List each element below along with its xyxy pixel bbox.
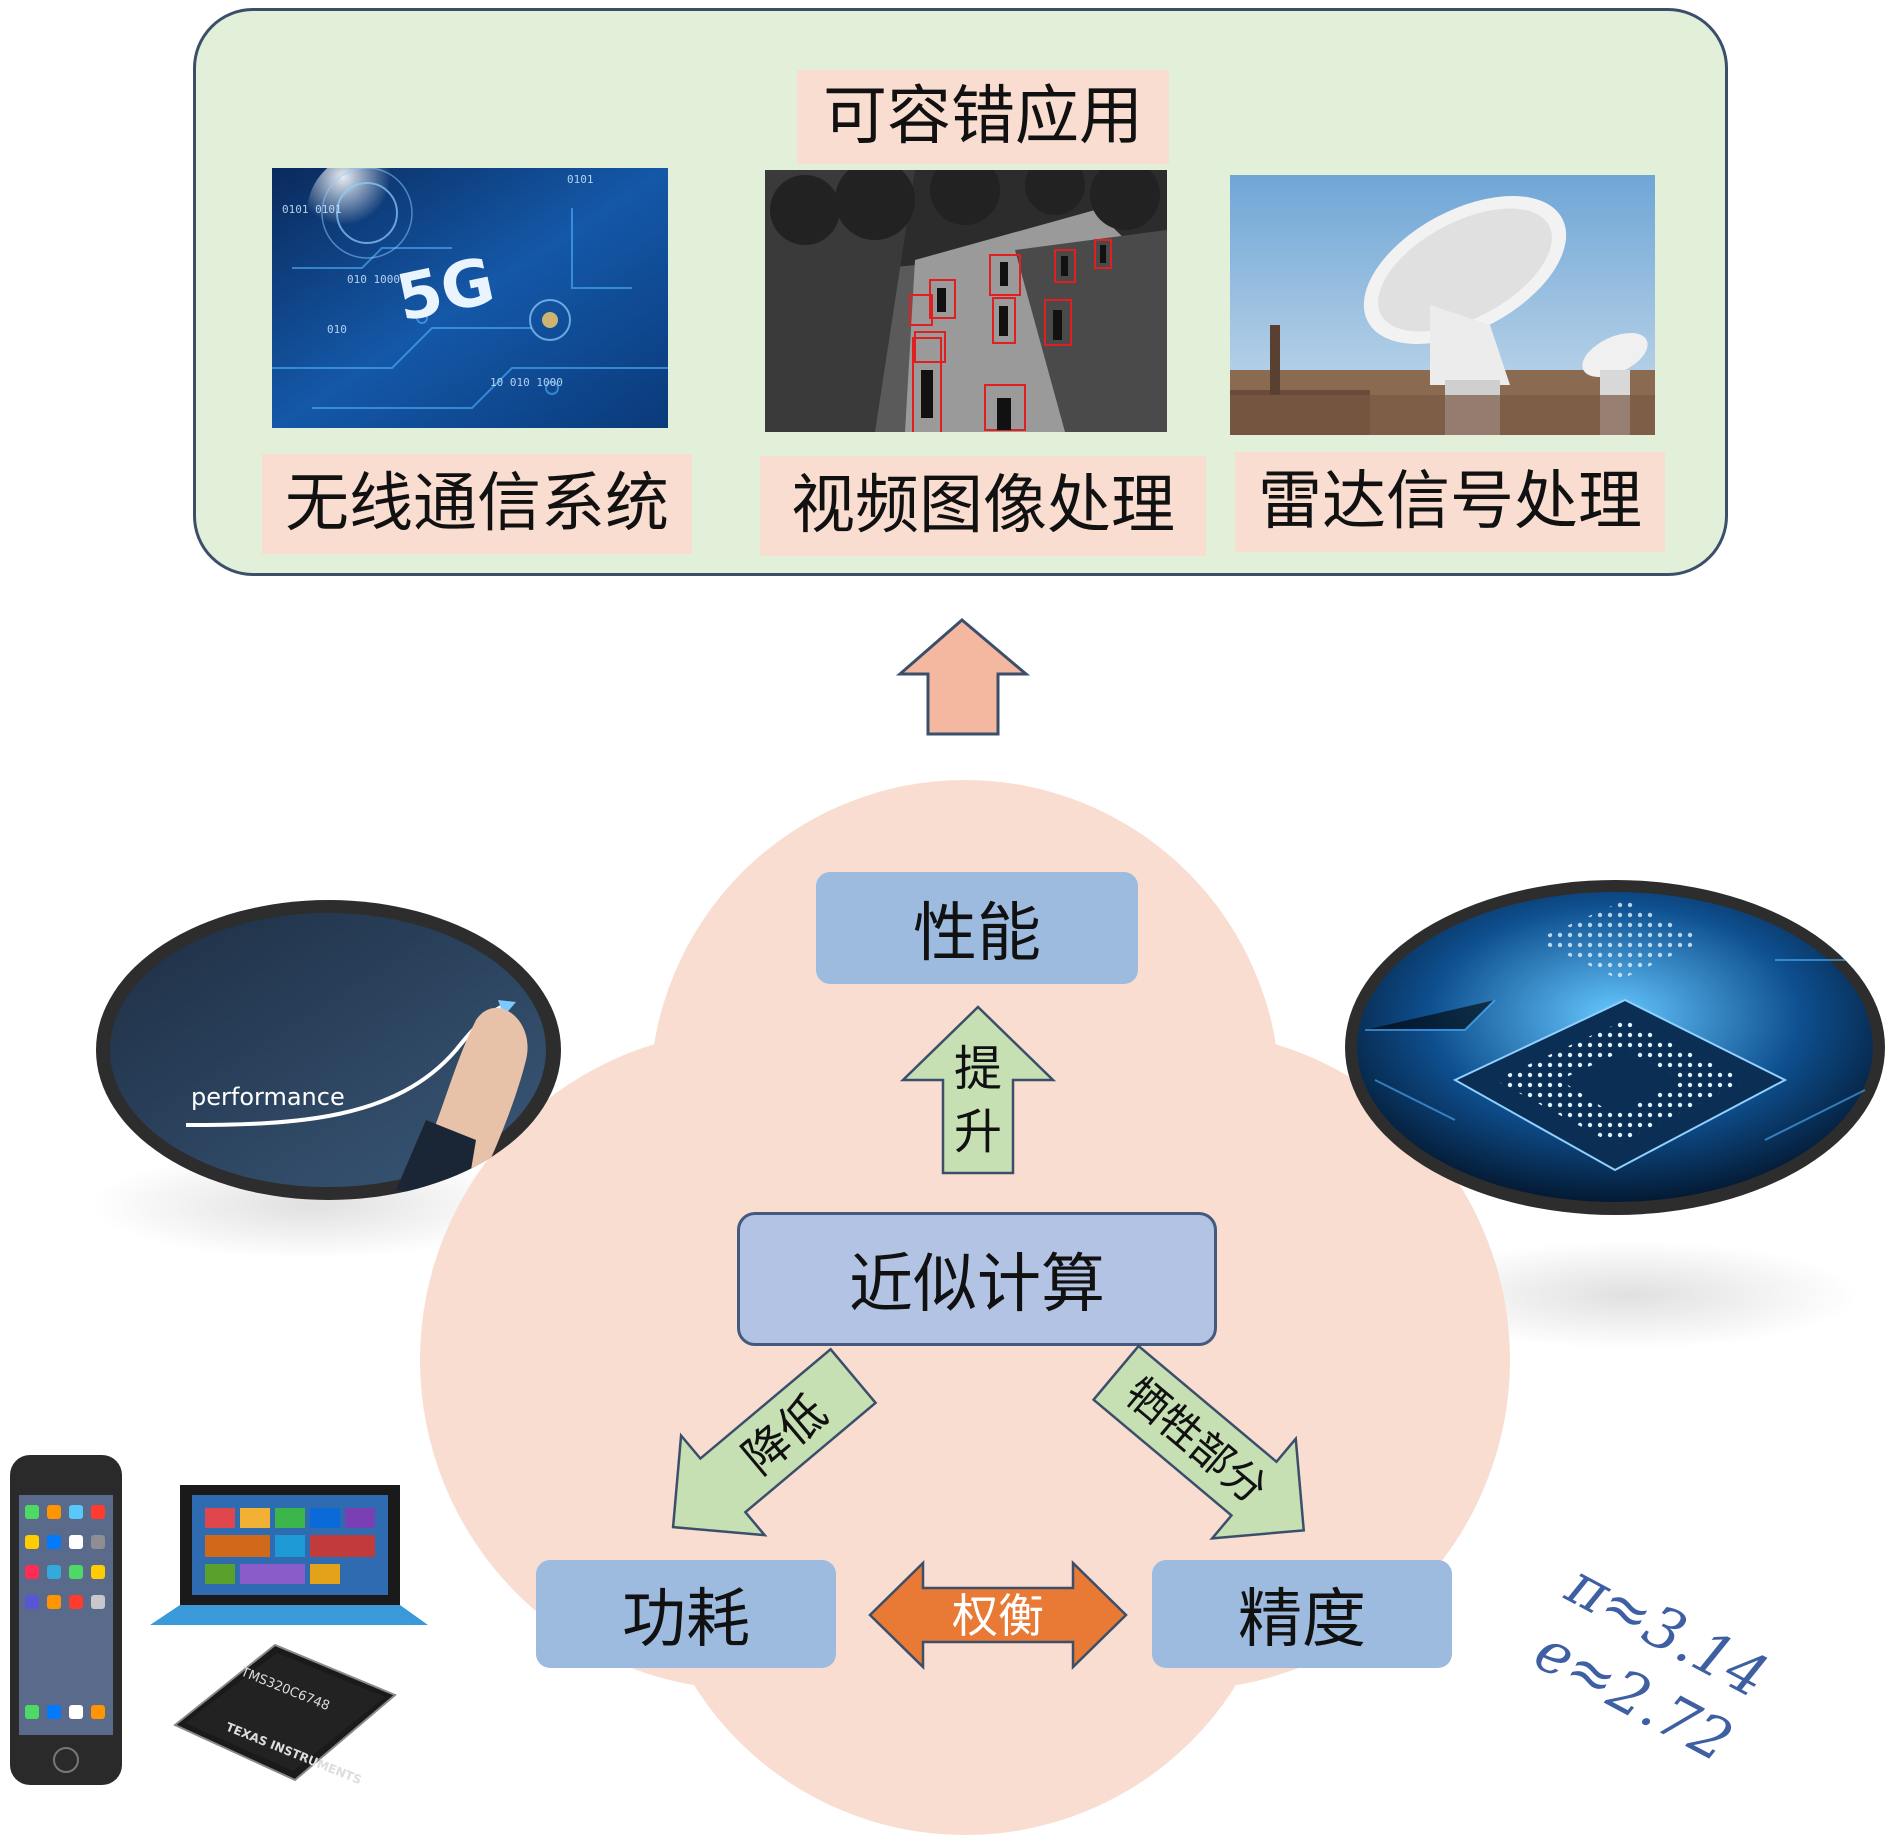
radar-label: 雷达信号处理 (1235, 452, 1665, 552)
power-box: 功耗 (536, 1560, 836, 1668)
binary-code-2: 010 1000 (347, 273, 400, 286)
cloud-shape (420, 780, 1510, 1835)
video-processing-image (765, 170, 1167, 432)
dsp-chip-image: TMS320C6748 TEXAS INSTRUMENTS (165, 1635, 405, 1787)
wireless-label: 无线通信系统 (262, 454, 692, 554)
binary-code-3: 010 (327, 323, 347, 336)
approximate-computing-box: 近似计算 (737, 1212, 1217, 1346)
binary-code-4: 10 010 1000 (490, 376, 563, 389)
tradeoff-label: 权衡 (952, 1589, 1044, 1643)
tradeoff-arrow: 权衡 (868, 1560, 1128, 1670)
improve-label-char-1: 提 (954, 1041, 1002, 1097)
binary-code-1: 0101 0101 (282, 203, 342, 216)
up-arrow-improve: 提 升 (899, 1005, 1057, 1175)
down-left-arrow-reduce: 降低 (671, 1347, 878, 1537)
applications-title: 可容错应用 (797, 70, 1169, 164)
down-right-arrow-sacrifice: 牺牲部分 (1091, 1344, 1306, 1540)
improve-label-char-2: 升 (954, 1104, 1002, 1160)
chip-oval (1345, 880, 1885, 1215)
performance-text: performance (191, 1083, 345, 1111)
accuracy-box: 精度 (1152, 1560, 1452, 1668)
up-arrow-salmon (895, 618, 1031, 736)
tablet-image (150, 1480, 430, 1630)
video-label: 视频图像处理 (760, 456, 1206, 556)
wireless-5g-image: 5G 0101 0101 010 1000 010 10 010 1000 01… (272, 168, 668, 428)
performance-box: 性能 (816, 872, 1138, 984)
smartphone-image (5, 1450, 130, 1790)
binary-code-5: 0101 (567, 173, 594, 186)
radar-dish-image (1230, 175, 1655, 435)
performance-oval: performance (96, 900, 561, 1200)
